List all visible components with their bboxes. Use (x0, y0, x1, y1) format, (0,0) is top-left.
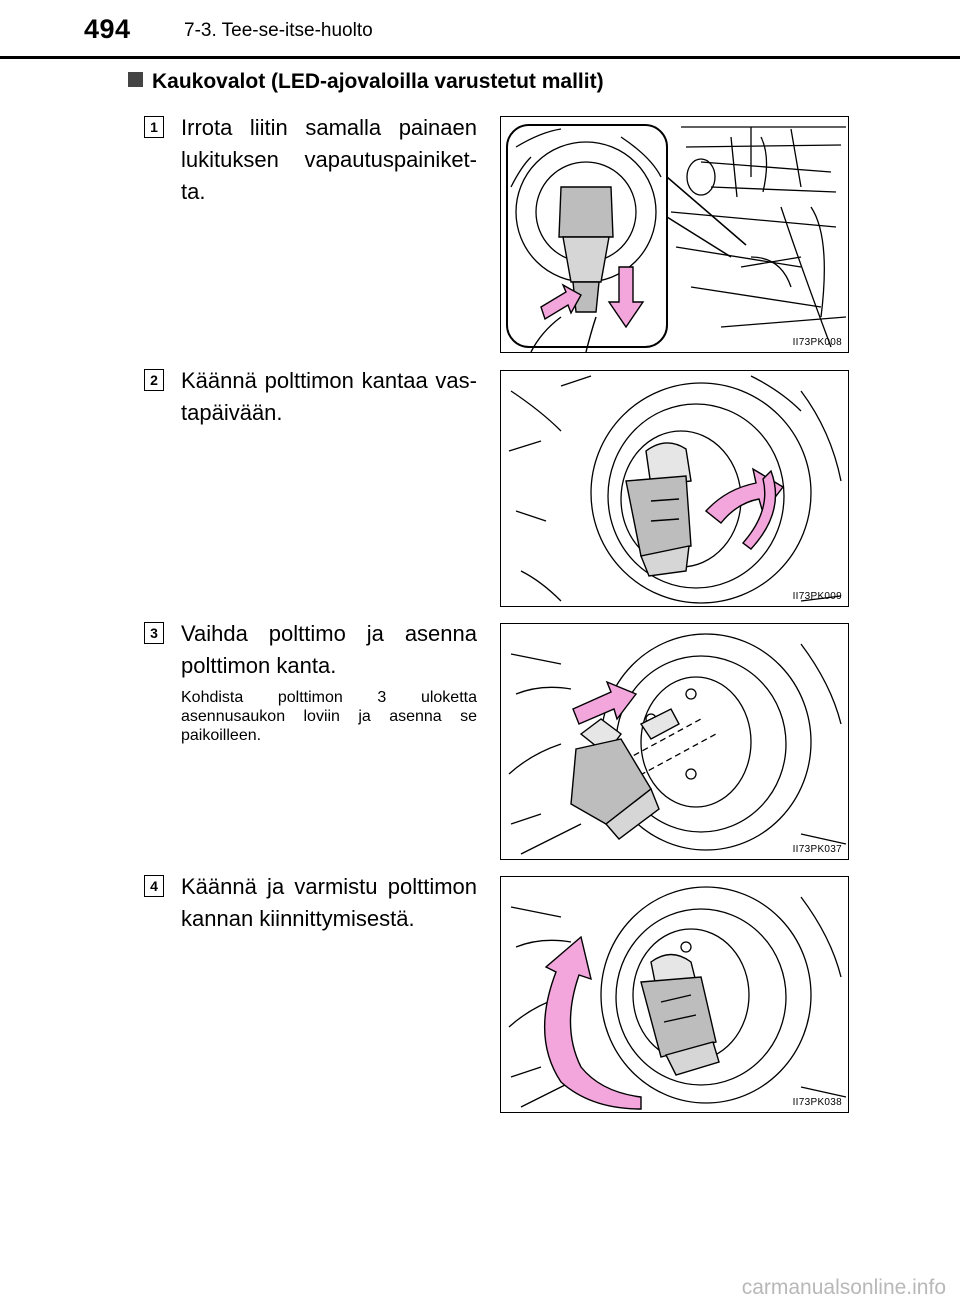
figure-step-3: II73PK037 (500, 623, 849, 860)
page-header: 494 7-3. Tee-se-itse-huolto (0, 0, 960, 62)
figure-step-2: II73PK009 (500, 370, 849, 607)
step-3-note: Kohdista polttimon 3 uloketta asennusauk… (181, 689, 477, 744)
watermark: carmanualsonline.info (741, 1276, 946, 1299)
bulb-turn-cw-illustration (508, 886, 847, 1110)
square-bullet-icon (128, 72, 143, 87)
figure-step-1: II73PK008 (500, 116, 849, 353)
step-2-text: Käännä polttimon kantaa vas-tapäivään. (181, 368, 477, 425)
step-3-text: Vaihda polttimo ja asenna polttimon kant… (181, 621, 477, 678)
bulb-install-illustration (508, 633, 847, 855)
figure-code-4: II73PK038 (792, 1097, 842, 1108)
section-title-text: Kaukovalot (LED-ajovaloilla varustetut m… (152, 70, 604, 93)
bulb-turn-ccw-illustration (508, 375, 842, 604)
page-number: 494 (84, 14, 131, 44)
step-2-badge: 2 (144, 369, 164, 391)
section-title: Kaukovalot (LED-ajovaloilla varustetut m… (128, 70, 604, 94)
step-4-badge: 4 (144, 875, 164, 897)
chapter-title: 7-3. Tee-se-itse-huolto (184, 20, 373, 41)
step-1-text: Irrota liitin samalla painaen lukituksen… (181, 115, 477, 204)
connector-removal-illustration (506, 124, 847, 352)
step-1-badge: 1 (144, 116, 164, 138)
figure-code-1: II73PK008 (792, 337, 842, 348)
step-3-badge: 3 (144, 622, 164, 644)
figure-step-4: II73PK038 (500, 876, 849, 1113)
figure-code-3: II73PK037 (792, 844, 842, 855)
step-4-text: Käännä ja varmistu polttimon kannan kiin… (181, 874, 477, 931)
figure-code-2: II73PK009 (792, 591, 842, 602)
header-divider (0, 56, 960, 59)
